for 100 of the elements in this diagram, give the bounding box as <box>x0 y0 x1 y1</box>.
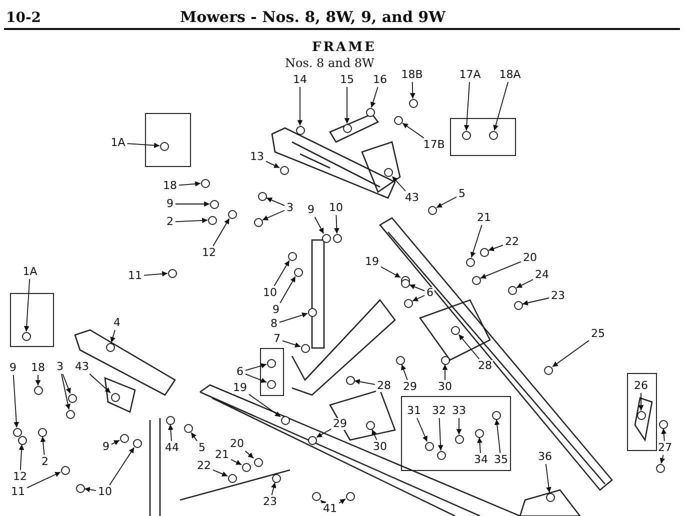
callout-number: 29 <box>402 381 418 393</box>
leader-line <box>62 374 71 394</box>
leader-line <box>477 437 482 454</box>
part-marker <box>394 116 402 124</box>
part-marker <box>242 462 250 472</box>
callout-number: 20 <box>229 438 245 450</box>
part-marker <box>110 392 120 402</box>
callout-number: 32 <box>431 405 447 417</box>
leader-line <box>480 261 522 279</box>
leader-line <box>545 464 552 493</box>
leader-line <box>126 142 160 148</box>
part-marker <box>400 278 410 288</box>
part-marker <box>38 428 46 436</box>
leader-line <box>274 260 290 286</box>
part-marker <box>296 126 304 134</box>
callout-number: 43 <box>404 192 420 204</box>
leader-line <box>493 82 508 131</box>
callout-number: 11 <box>10 486 26 498</box>
leader-line <box>409 284 425 292</box>
leader-line <box>175 201 210 207</box>
part-marker <box>308 436 316 444</box>
leader-line <box>61 374 71 410</box>
part-marker <box>346 376 354 384</box>
part-marker <box>184 424 192 432</box>
callout-number: 18A <box>498 69 522 81</box>
leader-line <box>370 86 378 108</box>
callout-number: 9 <box>8 362 18 374</box>
callout-number: 25 <box>590 328 606 340</box>
leader-line <box>494 419 501 454</box>
leader-line <box>110 330 116 343</box>
callout-number: 9 <box>272 304 280 316</box>
part-marker <box>396 356 404 364</box>
part-marker <box>160 142 168 150</box>
callout-number: 19 <box>232 382 248 394</box>
leader-line <box>412 295 425 302</box>
leader-line <box>354 379 376 385</box>
leader-line <box>111 440 120 446</box>
part-marker <box>280 166 288 174</box>
part-marker <box>168 268 176 278</box>
leader-line <box>552 340 590 368</box>
callout-number: 20 <box>522 252 538 264</box>
callout-number: 10 <box>97 486 113 498</box>
part-marker <box>228 474 236 482</box>
inset-frame <box>145 113 191 167</box>
leader-line <box>416 418 428 442</box>
part-marker <box>454 434 464 444</box>
callout-number: 30 <box>372 441 388 453</box>
callout-number: 6 <box>426 287 434 299</box>
callout-number: 30 <box>437 381 453 393</box>
leader-line <box>344 86 350 124</box>
leader-line <box>338 498 346 504</box>
part-marker <box>300 344 310 352</box>
callout-number: 36 <box>537 451 553 463</box>
leader-line <box>270 482 276 496</box>
callout-number: 18 <box>162 180 178 192</box>
callout-number: 33 <box>451 405 467 417</box>
leader-line <box>40 436 46 456</box>
leader-line <box>190 432 198 442</box>
callout-number: 13 <box>249 151 265 163</box>
part-marker <box>208 216 216 224</box>
part-marker <box>68 394 76 402</box>
leader-line <box>244 450 254 459</box>
part-marker <box>346 492 354 500</box>
leader-line <box>12 374 20 428</box>
part-marker <box>658 420 668 428</box>
leader-line <box>35 374 41 386</box>
callout-number: 21 <box>476 212 492 224</box>
callout-number: 9 <box>166 198 174 210</box>
part-marker <box>384 168 392 176</box>
part-marker <box>404 298 412 308</box>
part-marker <box>266 380 276 388</box>
callout-number: 34 <box>473 454 489 466</box>
part-marker <box>258 192 266 200</box>
part-marker <box>488 130 498 140</box>
part-marker <box>308 308 316 316</box>
leader-line <box>280 276 296 304</box>
leader-line <box>456 418 462 435</box>
callout-number: 1A <box>22 266 38 278</box>
leader-line <box>266 160 280 168</box>
part-marker <box>120 434 128 442</box>
leader-line <box>89 374 111 394</box>
part-marker <box>514 300 522 310</box>
callout-number: 17B <box>422 139 446 151</box>
leader-line <box>320 500 326 506</box>
callout-number: 5 <box>458 188 466 200</box>
callout-number: 28 <box>376 380 392 392</box>
callout-number: 23 <box>550 290 566 302</box>
leader-line <box>168 424 174 442</box>
callout-number: 9 <box>306 204 316 216</box>
part-marker <box>342 124 352 132</box>
callout-number: 23 <box>262 496 278 508</box>
part-marker <box>166 416 174 424</box>
leader-line <box>458 334 480 360</box>
part-marker <box>280 416 290 424</box>
leader-line <box>84 486 96 492</box>
callout-number: 28 <box>477 360 493 372</box>
leader-line <box>522 298 550 306</box>
inset-frame <box>260 348 284 396</box>
part-marker <box>462 130 470 140</box>
part-marker <box>66 410 74 418</box>
